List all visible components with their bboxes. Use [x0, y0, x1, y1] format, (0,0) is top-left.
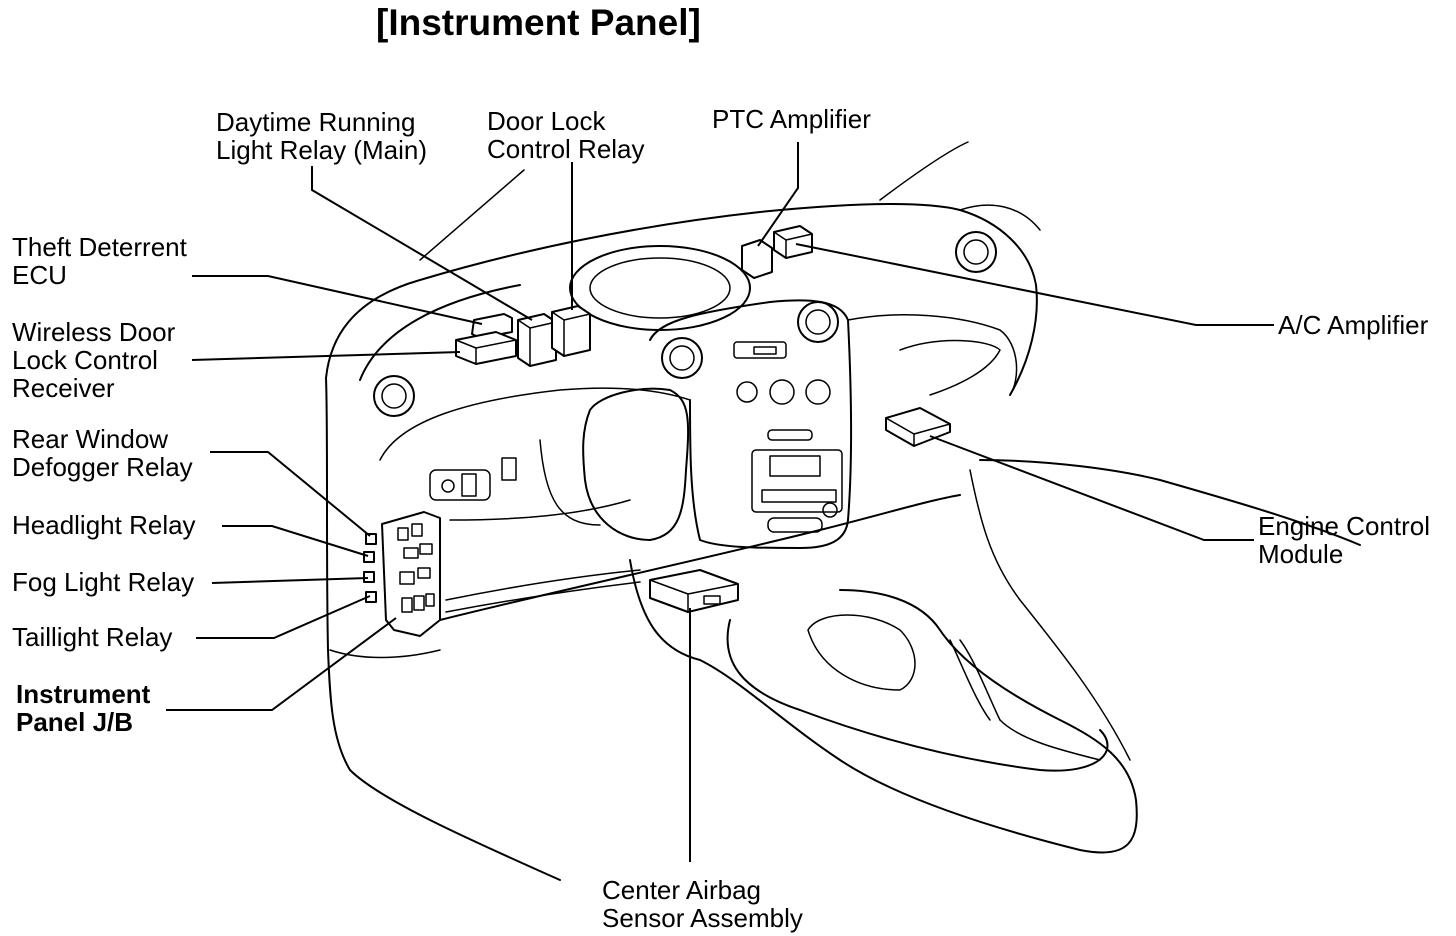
label-line: Center Airbag	[602, 875, 761, 905]
dashboard-outline	[325, 141, 1361, 881]
label-line: Engine Control	[1258, 511, 1430, 541]
label-line: Control Relay	[487, 134, 645, 164]
leader-lines	[166, 142, 1274, 862]
label-line: Rear Window	[12, 424, 169, 454]
label-line: Sensor Assembly	[602, 903, 803, 933]
label-ac-amplifier: A/C Amplifier	[1278, 311, 1428, 339]
center-airbag-sensor-box	[649, 569, 739, 613]
label-ptc-amplifier: PTC Amplifier	[712, 105, 871, 133]
label-center-airbag-sensor: Center Airbag Sensor Assembly	[602, 876, 803, 932]
diagram-title: [Instrument Panel]	[376, 2, 701, 43]
label-headlight-relay: Headlight Relay	[12, 511, 196, 539]
label-taillight-relay: Taillight Relay	[12, 623, 172, 651]
instrument-panel-jb-box	[363, 511, 441, 637]
ac-amplifier-box	[773, 225, 813, 259]
label-line: Wireless Door	[12, 317, 176, 347]
label-line: A/C Amplifier	[1278, 310, 1429, 340]
label-wireless-receiver: Wireless Door Lock Control Receiver	[12, 318, 175, 402]
label-line: Defogger Relay	[12, 452, 193, 482]
label-engine-control-module: Engine Control Module	[1258, 512, 1430, 568]
label-line: Fog Light Relay	[12, 567, 195, 597]
label-line: Taillight Relay	[12, 622, 173, 652]
label-instrument-panel-jb: Instrument Panel J/B	[16, 680, 150, 736]
label-line: Headlight Relay	[12, 510, 196, 540]
label-rear-defogger-relay: Rear Window Defogger Relay	[12, 425, 193, 481]
label-line: Lock Control	[12, 345, 158, 375]
label-line: Instrument	[16, 679, 151, 709]
label-drl-relay: Daytime Running Light Relay (Main)	[216, 108, 427, 164]
ptc-amplifier-box	[741, 239, 773, 279]
label-line: ECU	[12, 260, 67, 290]
label-line: Module	[1258, 539, 1344, 569]
label-fog-light-relay: Fog Light Relay	[12, 568, 194, 596]
wireless-receiver-box	[455, 331, 517, 365]
label-line: Door Lock	[487, 106, 606, 136]
label-door-lock-relay: Door Lock Control Relay	[487, 107, 645, 163]
door-lock-relay-box	[551, 305, 591, 357]
drl-relay-box	[517, 313, 557, 367]
label-line: Light Relay (Main)	[216, 135, 427, 165]
label-line: Theft Deterrent	[12, 232, 187, 262]
label-line: PTC Amplifier	[712, 104, 871, 134]
label-line: Receiver	[12, 373, 115, 403]
label-line: Panel J/B	[16, 707, 134, 737]
label-theft-deterrent-ecu: Theft Deterrent ECU	[12, 233, 187, 289]
label-line: Daytime Running	[216, 107, 416, 137]
theft-deterrent-ecu-box	[471, 313, 513, 339]
